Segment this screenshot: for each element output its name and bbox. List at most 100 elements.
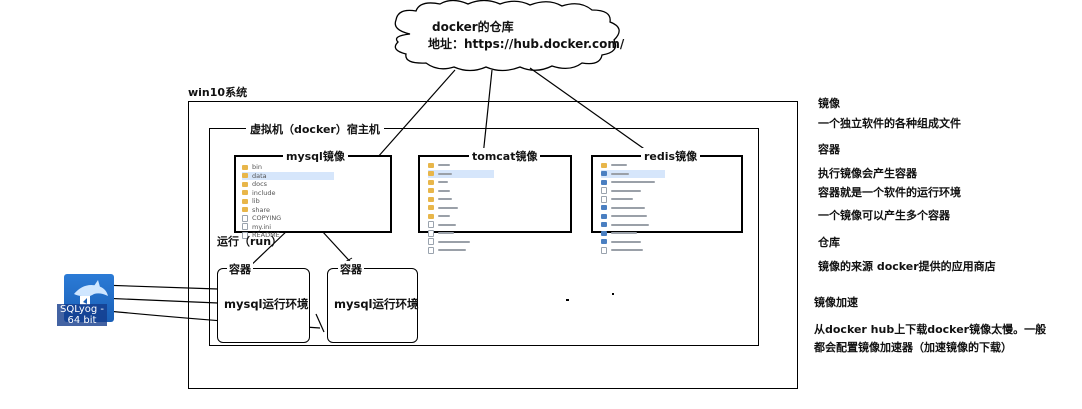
file-icon (601, 195, 607, 203)
file-row (428, 187, 518, 196)
note-repository-title: 仓库 (818, 236, 840, 249)
note-image-title: 镜像 (818, 97, 840, 110)
file-row (601, 229, 681, 238)
file-row: COPYING (242, 214, 372, 223)
note-container-line2: 容器就是一个软件的运行环境 (818, 186, 961, 199)
file-row (601, 221, 681, 230)
folder-icon (242, 181, 248, 187)
win10-host-box (188, 101, 798, 389)
file-row (428, 204, 518, 213)
note-container-line3: 一个镜像可以产生多个容器 (818, 209, 950, 222)
file-row (601, 204, 681, 213)
file-row (428, 169, 494, 178)
redis-image-box (591, 155, 743, 233)
file-icon (601, 171, 607, 177)
file-row (601, 187, 681, 196)
file-row (428, 229, 518, 238)
folder-icon (428, 213, 434, 219)
note-accelerate-line1: 从docker hub上下载docker镜像太慢。一般 (814, 323, 1047, 336)
stray-mark (612, 293, 614, 295)
file-row (428, 212, 518, 221)
folder-icon (242, 164, 248, 170)
mysql-image-files: bin data docs include lib share COPYING … (242, 163, 372, 240)
container-box (327, 268, 418, 343)
folder-icon (242, 207, 248, 213)
mysql-image-label: mysql镜像 (283, 148, 348, 164)
file-icon (601, 179, 607, 185)
file-row (601, 178, 681, 187)
tomcat-image-label: tomcat镜像 (469, 148, 541, 164)
file-icon (601, 239, 607, 245)
docker-vm-box (209, 128, 759, 346)
folder-icon (242, 198, 248, 204)
file-row: data (242, 171, 334, 180)
mysql-image-box (234, 155, 392, 233)
file-row: bin (242, 163, 372, 172)
container-label: 容器 (227, 261, 253, 277)
note-container-title: 容器 (818, 143, 840, 156)
folder-icon (428, 162, 434, 168)
file-row: share (242, 206, 372, 215)
file-row (428, 178, 518, 187)
folder-icon (428, 188, 434, 194)
file-row (601, 238, 681, 247)
repository-title: docker的仓库 (432, 20, 514, 34)
dolphin-icon (74, 280, 108, 305)
file-icon (601, 222, 607, 228)
folder-icon (601, 162, 607, 168)
file-row (601, 195, 681, 204)
win10-label: win10系统 (188, 86, 248, 99)
file-icon (428, 221, 434, 229)
container-runtime-text: mysql运行环境 (224, 297, 309, 311)
file-row: README (242, 231, 372, 240)
file-icon (601, 187, 607, 195)
folder-icon (428, 205, 434, 211)
repository-address: 地址：https://hub.docker.com/ (428, 37, 625, 51)
file-row (428, 161, 518, 170)
run-label: 运行（run） (217, 235, 283, 248)
file-row (428, 221, 518, 230)
file-row (428, 195, 518, 204)
folder-icon (242, 190, 248, 196)
container-label: 容器 (338, 261, 364, 277)
file-icon (428, 238, 434, 246)
file-icon (242, 223, 248, 231)
file-row (601, 212, 681, 221)
file-row (601, 246, 681, 255)
stray-mark (566, 299, 569, 301)
note-container-line1: 执行镜像会产生容器 (818, 167, 917, 180)
folder-icon (242, 173, 248, 179)
note-accelerate-line2: 都会配置镜像加速器（加速镜像的下载） (814, 341, 1012, 354)
file-icon (428, 229, 434, 237)
file-row: include (242, 189, 372, 198)
file-icon (428, 246, 434, 254)
docker-vm-label: 虚拟机（docker）宿主机 (246, 121, 384, 137)
container-runtime-text: mysql运行环境 (334, 297, 419, 311)
file-icon (242, 231, 248, 239)
file-row: lib (242, 197, 372, 206)
note-repository-text: 镜像的来源 docker提供的应用商店 (818, 260, 996, 273)
folder-icon (428, 171, 434, 177)
file-row: my.ini (242, 223, 372, 232)
tomcat-image-files (428, 161, 518, 255)
redis-image-files (601, 161, 681, 255)
file-icon (601, 213, 607, 219)
file-icon (601, 230, 607, 236)
repository-cloud (394, 0, 620, 72)
note-image-text: 一个独立软件的各种组成文件 (818, 117, 961, 130)
note-accelerate-title: 镜像加速 (814, 296, 858, 309)
file-row (601, 169, 665, 178)
sqlyog-app-label[interactable]: SQLyog - 64 bit (57, 304, 107, 326)
folder-icon (428, 179, 434, 185)
file-icon (601, 205, 607, 211)
file-row (428, 246, 518, 255)
file-icon (601, 246, 607, 254)
file-row (428, 238, 518, 247)
file-row (601, 161, 681, 170)
file-row: docs (242, 180, 372, 189)
repository-cloud-text: docker的仓库 地址：https://hub.docker.com/ (428, 19, 628, 53)
file-icon (242, 214, 248, 222)
container-box (217, 268, 310, 343)
redis-image-label: redis镜像 (641, 148, 701, 164)
